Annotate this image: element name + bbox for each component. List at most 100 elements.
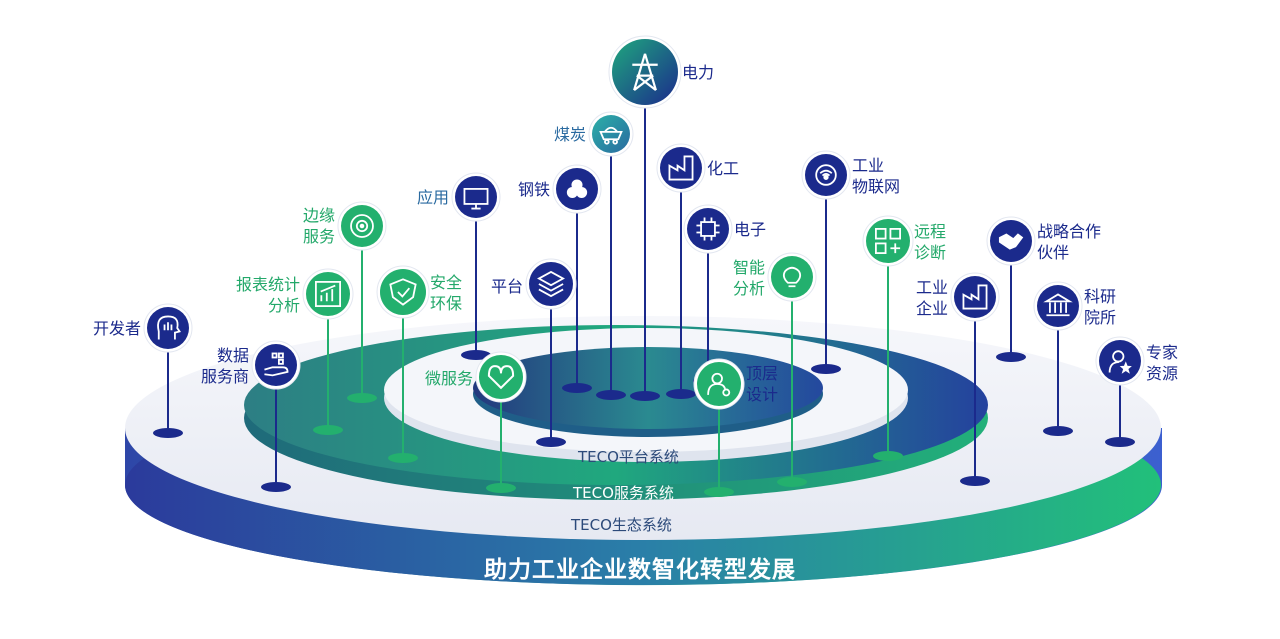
power-tower-icon — [632, 53, 658, 92]
node-base-power — [630, 391, 660, 401]
node-smart — [767, 252, 817, 487]
node-label-line: 开发者 — [92, 319, 141, 338]
node-label-line: 工业 — [852, 156, 885, 175]
node-label-provider: 数据服务商 — [201, 345, 249, 387]
node-label-micro: 微服务 — [425, 368, 473, 389]
node-label-line: 应用 — [416, 188, 449, 207]
node-electronics — [683, 204, 733, 386]
node-base-security — [388, 453, 418, 463]
node-base-edge — [347, 393, 377, 403]
node-label-line: 数据 — [216, 346, 249, 365]
node-base-expert — [1105, 437, 1135, 447]
node-label-line: 边缘 — [302, 206, 335, 225]
node-research — [1033, 281, 1083, 436]
node-label-line: 报表统计 — [235, 275, 300, 294]
node-label-line: 平台 — [490, 277, 523, 296]
node-label-line: 煤炭 — [553, 125, 586, 144]
node-label-edge: 边缘服务 — [303, 205, 335, 247]
node-design — [693, 358, 745, 497]
node-label-line: 微服务 — [424, 369, 473, 388]
node-label-smart: 智能分析 — [733, 257, 765, 299]
node-label-line: 顶层 — [746, 364, 779, 383]
institute-icon — [1043, 293, 1073, 317]
node-label-report: 报表统计分析 — [236, 274, 300, 316]
node-ball-app — [455, 176, 497, 218]
edge-disc-icon — [350, 214, 374, 238]
node-platform — [525, 258, 577, 447]
node-base-iiot — [811, 364, 841, 374]
node-label-line: 企业 — [915, 299, 948, 318]
node-base-smart — [777, 477, 807, 487]
service-system-label: TECO服务系统 — [573, 484, 674, 502]
node-label-line: 安全 — [430, 273, 463, 292]
node-label-design: 顶层设计 — [746, 363, 778, 405]
node-label-coal: 煤炭 — [554, 124, 586, 145]
node-app — [451, 172, 501, 360]
node-base-coal — [596, 390, 626, 400]
node-ball-research — [1037, 285, 1079, 327]
node-report — [302, 268, 354, 435]
node-base-design — [704, 487, 734, 497]
node-iiot — [801, 150, 851, 374]
node-label-line: 服务商 — [200, 367, 249, 386]
node-steel — [552, 164, 602, 393]
node-ball-power — [612, 39, 678, 105]
node-label-line: 电子 — [734, 220, 767, 239]
node-base-enterprise — [960, 476, 990, 486]
steel-coils-icon — [566, 179, 588, 198]
node-ball-electronics — [687, 208, 729, 250]
node-label-app: 应用 — [417, 187, 449, 208]
node-ball-smart — [771, 256, 813, 298]
node-label-line: 分析 — [267, 296, 300, 315]
node-label-line: 远程 — [914, 222, 947, 241]
node-label-line: 化工 — [707, 159, 740, 178]
node-label-line: 电力 — [682, 63, 715, 82]
slogan-banner: 助力工业企业数智化转型发展 — [484, 557, 796, 583]
monitor-icon — [463, 188, 489, 210]
node-label-line: 专家 — [1146, 343, 1179, 362]
node-label-platform: 平台 — [491, 276, 523, 297]
expert-star-icon — [1108, 350, 1132, 374]
node-security — [376, 265, 430, 463]
node-micro — [475, 351, 527, 493]
node-ball-micro — [479, 355, 523, 399]
person-gear-icon — [707, 372, 731, 397]
factory-icon — [668, 155, 694, 181]
node-base-partner — [996, 352, 1026, 362]
node-label-developer: 开发者 — [93, 318, 141, 339]
node-expert — [1095, 336, 1145, 447]
node-label-line: 伙伴 — [1037, 243, 1070, 262]
node-partner — [986, 216, 1036, 362]
node-base-report — [313, 425, 343, 435]
node-coal — [588, 111, 634, 400]
iot-network-icon — [815, 164, 837, 186]
node-label-remote: 远程诊断 — [914, 221, 946, 263]
chart-icon — [314, 280, 342, 308]
node-base-developer — [153, 428, 183, 438]
node-ball-remote — [866, 219, 910, 263]
node-base-platform — [536, 437, 566, 447]
node-power — [608, 35, 682, 401]
node-label-line: 服务 — [302, 227, 335, 246]
node-label-line: 院所 — [1084, 308, 1117, 327]
node-edge — [337, 201, 387, 403]
handshake-icon — [998, 233, 1024, 250]
nodes-layer — [143, 35, 1145, 497]
node-label-line: 环保 — [430, 294, 463, 313]
platform-system-label: TECO平台系统 — [578, 448, 679, 466]
node-label-expert: 专家资源 — [1146, 342, 1178, 384]
node-label-line: 工业 — [915, 278, 948, 297]
node-label-line: 智能 — [732, 258, 765, 277]
node-label-enterprise: 工业企业 — [916, 277, 948, 319]
node-label-line: 科研 — [1084, 287, 1117, 306]
shield-check-icon — [389, 278, 417, 306]
node-label-research: 科研院所 — [1084, 286, 1116, 328]
node-label-electronics: 电子 — [734, 219, 766, 240]
node-label-line: 钢铁 — [517, 180, 550, 199]
data-hand-icon — [264, 352, 289, 377]
node-base-steel — [562, 383, 592, 393]
head-brain-icon — [157, 315, 182, 340]
remote-diagnosis-icon — [874, 227, 902, 255]
